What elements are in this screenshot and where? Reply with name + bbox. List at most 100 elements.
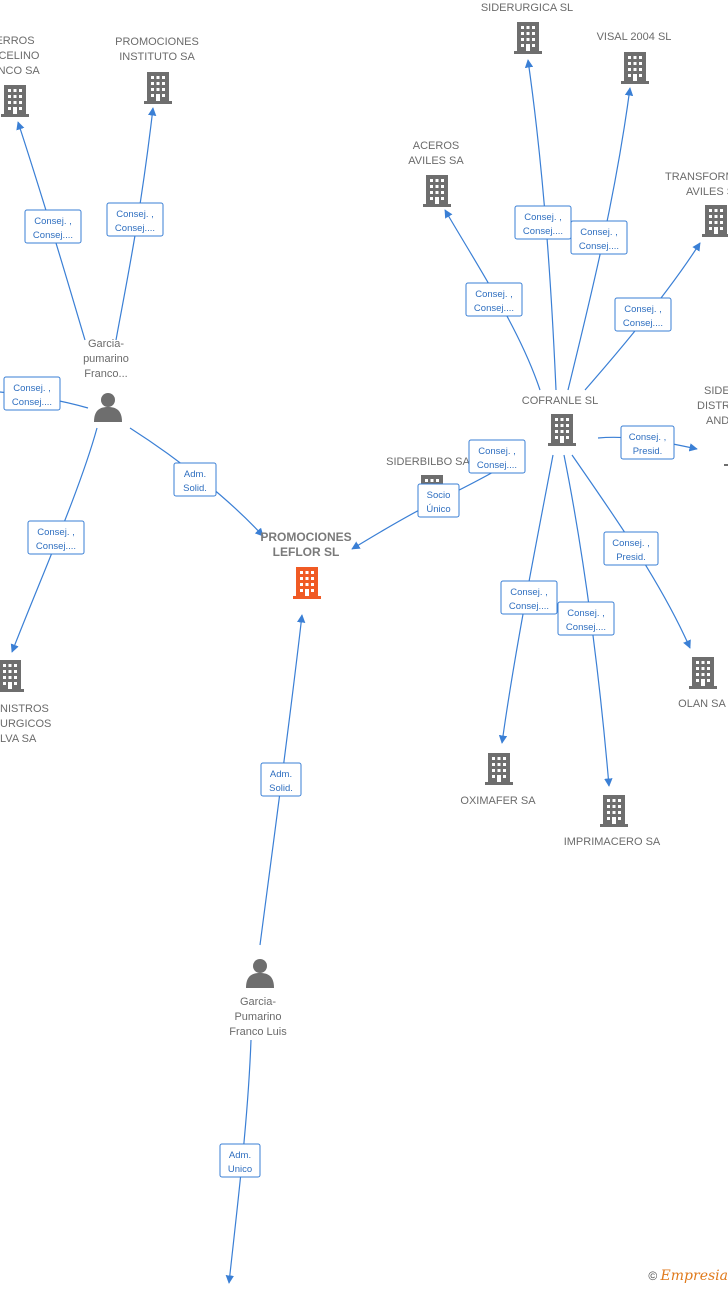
label-visal: VISAL 2004 SL <box>597 31 672 43</box>
svg-text:ERROS: ERROS <box>0 35 35 47</box>
brand-logo[interactable]: Empresia <box>660 1268 728 1284</box>
relation-labels: Consej. , Consej.... Consej. , Consej...… <box>3 202 675 1178</box>
relation-box[interactable]: Socio Único <box>417 483 460 518</box>
svg-text:Consej....: Consej.... <box>579 241 619 252</box>
edge-garcia-instituto <box>115 107 157 341</box>
person-icon <box>94 393 122 422</box>
company-node-aceros[interactable] <box>423 175 451 207</box>
label-luis-3: Franco Luis <box>229 1026 287 1038</box>
relation-box[interactable]: Consej. , Consej.... <box>465 282 523 317</box>
nodes: ERROS RCELINO ANCO SA PROMOCIONES INSTIT… <box>0 2 728 1038</box>
svg-text:Socio: Socio <box>427 490 451 501</box>
company-node-hierros[interactable] <box>1 85 29 117</box>
relation-box[interactable]: Consej. , Presid. <box>603 531 659 566</box>
relation-box[interactable]: Consej. , Presid. <box>620 425 675 460</box>
label-olan: OLAN SA <box>678 698 726 710</box>
svg-text:Unico: Unico <box>228 1164 252 1175</box>
building-icon <box>548 414 576 446</box>
svg-text:Consej. ,: Consej. , <box>37 527 75 538</box>
svg-text:Adm.: Adm. <box>270 769 292 780</box>
relation-box[interactable]: Consej. , Consej.... <box>614 297 672 332</box>
relation-box[interactable]: Consej. , Consej.... <box>468 439 526 474</box>
label-garcia-3: Franco... <box>84 368 127 380</box>
label-garcia-1: Garcia- <box>88 338 124 350</box>
label-siderbilbo: SIDERBILBO SA <box>386 456 470 468</box>
person-icon <box>246 959 274 988</box>
person-node-garcia-pumarino[interactable] <box>94 393 122 422</box>
svg-text:Adm.: Adm. <box>184 469 206 480</box>
label-side-3: AND <box>706 415 728 427</box>
company-node-side-edge <box>724 464 728 466</box>
label-suministros-3: LVA SA <box>0 733 37 745</box>
label-side-1: SIDE <box>704 385 728 397</box>
svg-text:Consej. ,: Consej. , <box>116 209 154 220</box>
svg-text:Consej....: Consej.... <box>36 541 76 552</box>
svg-text:Consej. ,: Consej. , <box>524 212 562 223</box>
company-node-transform[interactable] <box>702 205 728 237</box>
svg-text:Consej. ,: Consej. , <box>510 587 548 598</box>
label-aceros-2: AVILES SA <box>408 155 464 167</box>
copyright-icon: © <box>648 1269 658 1283</box>
company-node-cofranle[interactable] <box>548 414 576 446</box>
label-side-2: DISTR <box>697 400 728 412</box>
relation-box[interactable]: Consej. , Consej.... <box>514 205 572 240</box>
svg-text:Adm.: Adm. <box>229 1150 251 1161</box>
label-transform-2: AVILES S <box>686 186 728 198</box>
svg-text:Consej. ,: Consej. , <box>475 289 513 300</box>
label-instituto-1: PROMOCIONES <box>115 36 199 48</box>
svg-text:RCELINO: RCELINO <box>0 50 40 62</box>
svg-text:ANCO SA: ANCO SA <box>0 65 40 77</box>
company-node-imprimacero[interactable] <box>600 795 628 827</box>
building-icon <box>689 657 717 689</box>
building-icon <box>144 72 172 104</box>
label-imprimacero: IMPRIMACERO SA <box>564 836 661 848</box>
label-aceros-1: ACEROS <box>413 140 459 152</box>
label-suministros-2: URGICOS <box>0 718 51 730</box>
company-node-siderurgica[interactable] <box>514 22 542 54</box>
label-cofranle: COFRANLE SL <box>522 395 598 407</box>
relation-box[interactable]: Adm. Solid. <box>173 462 217 497</box>
building-icon <box>621 52 649 84</box>
company-node-olan[interactable] <box>689 657 717 689</box>
svg-text:Consej. ,: Consej. , <box>34 216 72 227</box>
svg-text:Consej....: Consej.... <box>523 226 563 237</box>
relation-box[interactable]: Consej. , Consej.... <box>500 580 558 615</box>
label-leflor-2: LEFLOR SL <box>273 545 340 559</box>
company-node-oximafer[interactable] <box>485 753 513 785</box>
svg-text:Consej. ,: Consej. , <box>624 304 662 315</box>
svg-text:Consej....: Consej.... <box>509 601 549 612</box>
relation-box[interactable]: Consej. , Consej.... <box>27 520 85 555</box>
label-leflor-1: PROMOCIONES <box>260 530 351 544</box>
copyright-footer: © Empresia <box>648 1268 728 1284</box>
relation-box[interactable]: Consej. , Consej.... <box>557 601 615 636</box>
svg-text:Presid.: Presid. <box>616 552 646 563</box>
edge-garcia-hierros <box>16 121 86 341</box>
building-icon <box>293 567 321 599</box>
building-icon <box>485 753 513 785</box>
company-node-suministros[interactable] <box>0 660 24 692</box>
relation-box[interactable]: Consej. , Consej.... <box>3 376 61 411</box>
relation-box[interactable]: Adm. Unico <box>219 1143 261 1178</box>
company-node-visal[interactable] <box>621 52 649 84</box>
building-icon <box>423 175 451 207</box>
relation-box[interactable]: Adm. Solid. <box>260 762 302 797</box>
label-hierros-2: RCELINO <box>0 50 40 62</box>
svg-text:Consej. ,: Consej. , <box>478 446 516 457</box>
edge-siderbilbo-leflor <box>351 506 426 550</box>
label-luis-1: Garcia- <box>240 996 276 1008</box>
label-transform-1: TRANSFORM <box>665 171 728 183</box>
label-oximafer: OXIMAFER SA <box>460 795 536 807</box>
relation-box[interactable]: Consej. , Consej.... <box>24 209 82 244</box>
label-instituto-2: INSTITUTO SA <box>119 51 195 63</box>
relation-box[interactable]: Consej. , Consej.... <box>106 202 164 237</box>
company-node-promo-leflor[interactable] <box>293 567 321 599</box>
company-node-promo-instituto[interactable] <box>144 72 172 104</box>
svg-text:Consej....: Consej.... <box>115 223 155 234</box>
label-garcia-2: pumarino <box>83 353 129 365</box>
building-icon <box>702 205 728 237</box>
building-icon <box>1 85 29 117</box>
svg-text:Consej....: Consej.... <box>566 622 606 633</box>
relation-box[interactable]: Consej. , Consej.... <box>570 220 628 255</box>
person-node-garcia-luis[interactable] <box>246 959 274 988</box>
